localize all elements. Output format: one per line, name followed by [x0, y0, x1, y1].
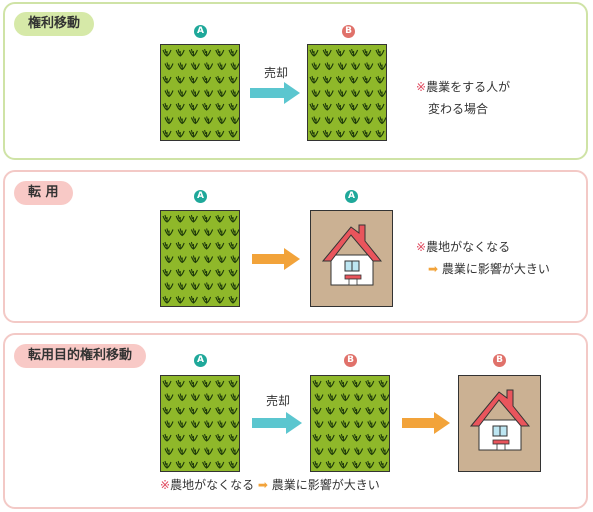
marker-b: B: [344, 354, 357, 367]
section-title: 転 用: [14, 181, 73, 205]
crop-sprout-pattern: [162, 48, 239, 138]
crop-sprout-pattern: [162, 379, 239, 469]
farmland-field: [160, 375, 240, 472]
orange-arrow-icon: [252, 248, 300, 270]
crop-sprout-pattern: [309, 48, 386, 138]
converted-land-house: [458, 375, 541, 472]
farmland-field: [310, 375, 390, 472]
marker-b: B: [493, 354, 506, 367]
marker-a: A: [194, 190, 207, 203]
section-title: 権利移動: [14, 12, 95, 36]
section-title: 転用目的権利移動: [14, 344, 147, 368]
marker-a: A: [194, 354, 207, 367]
orange-arrow-icon: [402, 412, 450, 434]
house-icon: [321, 224, 383, 286]
sale-label: 売却: [264, 66, 289, 80]
note-conversion: ※農地がなくなる ➡ 農業に影響が大きい: [416, 240, 550, 276]
panel-ownership-transfer: [3, 2, 588, 160]
sale-label: 売却: [266, 394, 291, 408]
marker-a: A: [194, 25, 207, 38]
cyan-arrow-icon: [252, 412, 302, 434]
converted-land-house: [310, 210, 393, 307]
house-icon: [469, 389, 531, 451]
marker-a: A: [345, 190, 358, 203]
note-ownership: ※農業をする人が 変わる場合: [416, 80, 511, 116]
panel-conversion: [3, 170, 588, 323]
crop-sprout-pattern: [162, 214, 239, 304]
farmland-field: [307, 44, 387, 141]
cyan-arrow-icon: [250, 82, 300, 104]
crop-sprout-pattern: [312, 379, 389, 469]
farmland-field: [160, 210, 240, 307]
note-conversion-transfer: ※農地がなくなる ➡ 農業に影響が大きい: [160, 478, 380, 492]
marker-b: B: [342, 25, 355, 38]
farmland-field: [160, 44, 240, 141]
